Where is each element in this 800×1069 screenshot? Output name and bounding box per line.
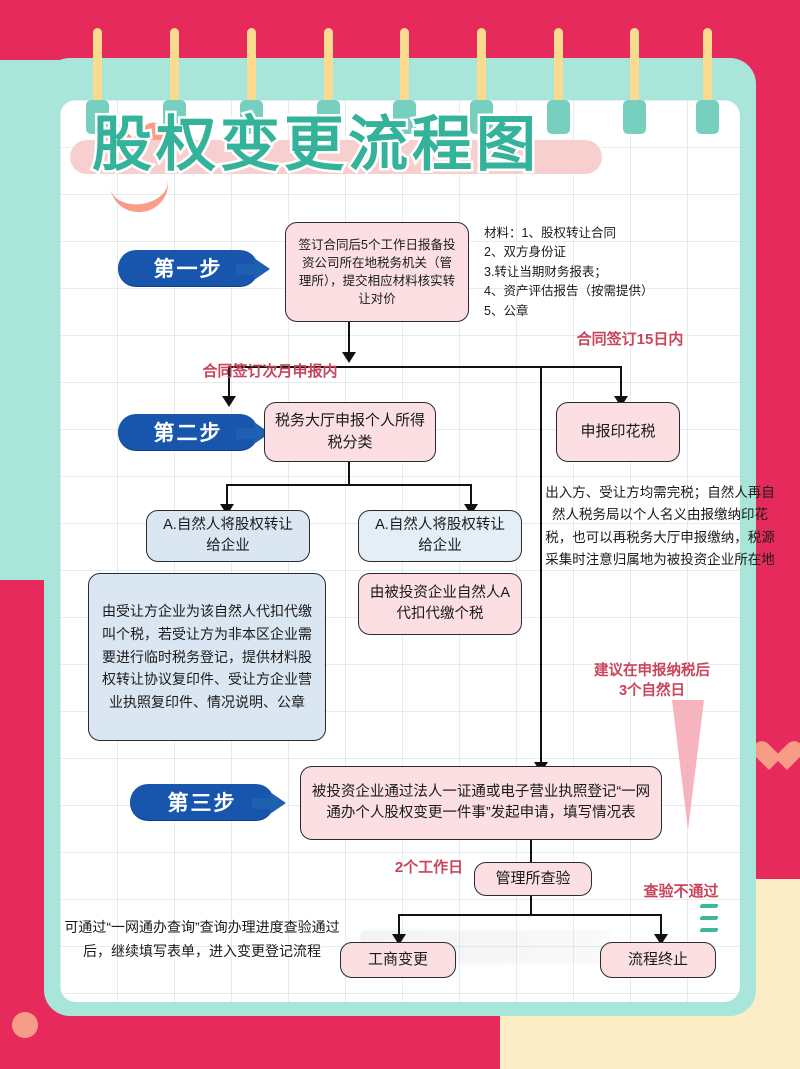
connector-line: [398, 914, 401, 936]
label-within-15-days: 合同签订15日内: [576, 331, 684, 348]
node-step3-application[interactable]: 被投资企业通过法人一证通或电子营业执照登记“一网通办个人股权变更一件事”发起申请…: [300, 766, 662, 840]
arrow-head: [392, 934, 406, 945]
connector-line: [228, 366, 622, 369]
connector-line: [228, 366, 231, 398]
stamp-tax-note: 出入方、受让方均需完税；自然人再自然人税务局以个人名义由报缴纳印花税，也可以再税…: [545, 485, 775, 567]
binding-ring: [240, 28, 263, 134]
node-result-business-change[interactable]: 工商变更: [340, 942, 456, 978]
connector-line-long: [540, 366, 543, 770]
node-option-a-left[interactable]: A.自然人将股权转让给企业: [146, 510, 310, 562]
connector-line: [530, 896, 533, 916]
label-two-work-days: 2个工作日: [394, 859, 464, 876]
connector-line: [226, 484, 229, 506]
bottom-note: 可通过“一网通办查询”查询办理进度查验通过后，继续填写表单，进入变更登记流程: [64, 919, 340, 959]
arrow-head: [654, 934, 668, 945]
label-advice-3-days: 建议在申报纳税后 3个自然日: [594, 663, 710, 699]
materials-list: 材料：1、股权转让合同 2、双方身份证 3.转让当期财务报表； 4、资产评估报告…: [484, 226, 654, 318]
arrow-right-icon: [236, 258, 270, 280]
page-title: 股权变更流程图: [90, 108, 540, 183]
connector-line: [226, 484, 472, 487]
arrow-head: [220, 504, 234, 515]
ribbon-decoration: [672, 700, 704, 830]
dash-marks-decoration: [699, 904, 719, 940]
heart-icon: [752, 742, 786, 774]
connector-line: [398, 914, 662, 917]
node-result-terminated[interactable]: 流程终止: [600, 942, 716, 978]
connector-line: [348, 462, 351, 486]
binding-ring: [696, 28, 719, 134]
arrow-right-icon: [252, 792, 286, 814]
node-inspection[interactable]: 管理所查验: [474, 862, 592, 896]
binding-ring: [86, 28, 109, 134]
node-tax-hall-declaration[interactable]: 税务大厅申报个人所得税分类: [264, 402, 436, 462]
label-next-month: 合同签订次月申报内: [202, 363, 338, 380]
connector-line: [660, 914, 663, 936]
step-3-badge: 第三步: [130, 784, 274, 820]
binding-ring: [470, 28, 493, 134]
step-1-badge: 第一步: [118, 250, 258, 286]
arrow-head: [614, 396, 628, 407]
title-highlight: [70, 140, 602, 174]
connector-line: [348, 322, 351, 354]
arrow-head: [222, 396, 236, 407]
arrow-head: [342, 352, 356, 363]
title-block: 股权变更流程图: [70, 96, 650, 183]
arrow-head: [464, 504, 478, 515]
node-stamp-tax[interactable]: 申报印花税: [556, 402, 680, 462]
binding-ring: [393, 28, 416, 134]
node-detail-withholding-left[interactable]: 由受让方企业为该自然人代扣代缴叫个税，若受让方为非本区企业需要进行临时税务登记，…: [88, 573, 326, 741]
node-step1-filing[interactable]: 签订合同后5个工作日报备投资公司所在地税务机关（管理所），提交相应材料核实转让对…: [285, 222, 469, 322]
connector-line: [530, 840, 533, 862]
label-inspect-fail: 查验不通过: [643, 883, 719, 900]
binding-ring: [163, 28, 186, 134]
binding-ring: [317, 28, 340, 134]
step-2-badge: 第二步: [118, 414, 258, 450]
binding-ring: [547, 28, 570, 134]
binding-ring: [623, 28, 646, 134]
node-option-a-right[interactable]: A.自然人将股权转让给企业: [358, 510, 522, 562]
connector-line: [620, 366, 623, 398]
node-detail-withholding-right[interactable]: 由被投资企业自然人A代扣代缴个税: [358, 573, 522, 635]
dot-decoration: [12, 1012, 38, 1038]
connector-line: [470, 484, 473, 506]
